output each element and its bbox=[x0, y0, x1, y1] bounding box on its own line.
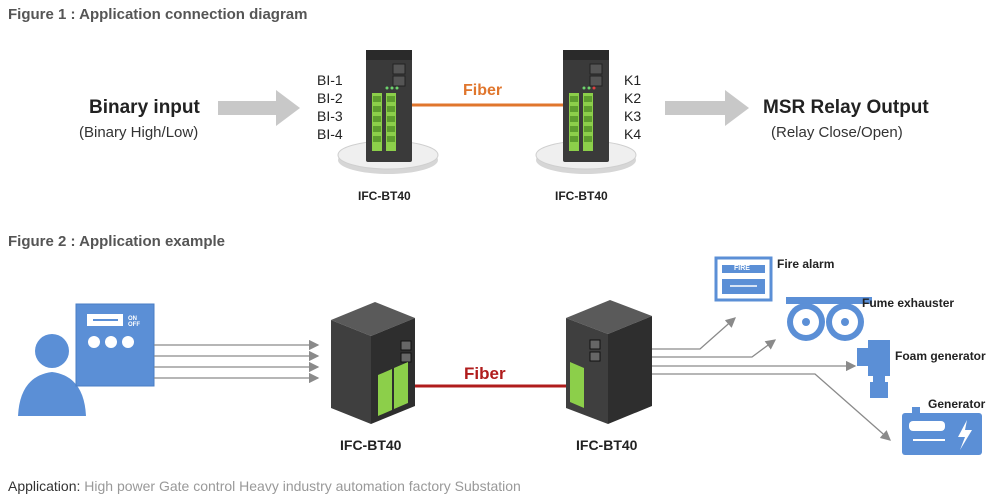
device-label-right-fig2: IFC-BT40 bbox=[576, 437, 638, 453]
device-ifc-bt40-left-fig1 bbox=[337, 50, 439, 174]
fume-exhauster-icon bbox=[786, 297, 872, 341]
binary-input-subtitle: (Binary High/Low) bbox=[79, 124, 199, 141]
fire-alarm-icon bbox=[714, 256, 773, 302]
panel-switch-off: OFF bbox=[128, 322, 140, 328]
fiber-label-2: Fiber bbox=[464, 364, 506, 383]
panel-switch-on: ON bbox=[128, 316, 137, 322]
input-pin-label: BI-4 bbox=[317, 126, 343, 142]
fire-alarm-label: Fire alarm bbox=[777, 257, 835, 271]
input-pin-label: BI-3 bbox=[317, 108, 343, 124]
fiber-label-1: Fiber bbox=[463, 82, 503, 99]
panel-switch-label: ON OFF bbox=[128, 316, 140, 328]
device-label-left-fig1: IFC-BT40 bbox=[358, 189, 411, 203]
input-pin-label: BI-1 bbox=[317, 72, 343, 88]
relay-output-title: MSR Relay Output bbox=[763, 97, 929, 118]
control-panel-icon bbox=[75, 303, 155, 387]
generator-label: Generator bbox=[928, 397, 986, 411]
output-pin-label: K1 bbox=[624, 72, 642, 88]
application-label: Application: bbox=[8, 478, 81, 494]
output-pin-label: K2 bbox=[624, 90, 642, 106]
foam-generator-label: Foam generator bbox=[895, 349, 986, 363]
device-label-left-fig2: IFC-BT40 bbox=[340, 437, 402, 453]
output-pin-label: K4 bbox=[624, 126, 642, 142]
device-ifc-bt40-right-fig2 bbox=[566, 300, 652, 424]
foam-generator-icon bbox=[857, 340, 890, 398]
device-ifc-bt40-right-fig1 bbox=[535, 50, 637, 174]
input-pin-label: BI-2 bbox=[317, 90, 343, 106]
relay-output-subtitle: (Relay Close/Open) bbox=[771, 124, 903, 141]
fume-exhauster-label: Fume exhauster bbox=[862, 296, 955, 310]
fire-sign-text: FIRE bbox=[734, 265, 750, 272]
output-lines-fig2 bbox=[652, 317, 891, 441]
input-arrow bbox=[218, 90, 300, 126]
output-arrow bbox=[665, 90, 749, 126]
figure2-title: Figure 2 : Application example bbox=[8, 233, 225, 250]
output-pin-list: K1 K2 K3 K4 bbox=[624, 71, 641, 143]
input-pin-list: BI-1 BI-2 BI-3 BI-4 bbox=[317, 71, 343, 143]
binary-input-title: Binary input bbox=[89, 97, 200, 118]
operator-icon bbox=[18, 334, 86, 416]
figure1-title: Figure 1 : Application connection diagra… bbox=[8, 6, 308, 23]
device-label-right-fig1: IFC-BT40 bbox=[555, 189, 608, 203]
device-ifc-bt40-left-fig2 bbox=[331, 302, 415, 424]
output-pin-label: K3 bbox=[624, 108, 642, 124]
application-text: High power Gate control Heavy industry a… bbox=[84, 478, 521, 494]
application-line: Application: High power Gate control Hea… bbox=[8, 478, 521, 494]
input-lines-fig2 bbox=[154, 339, 320, 384]
generator-icon bbox=[902, 407, 982, 455]
